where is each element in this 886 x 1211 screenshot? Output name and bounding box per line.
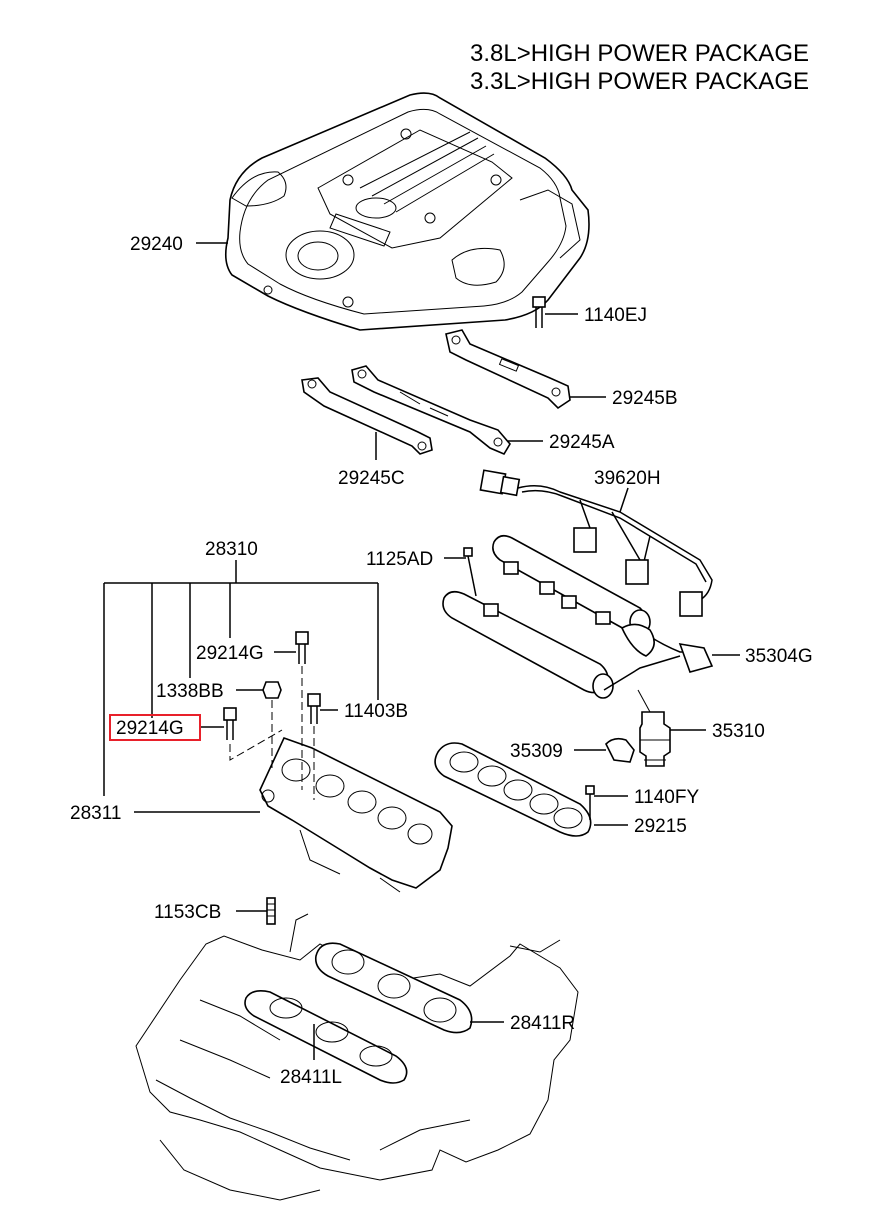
selected-part-highlight — [109, 714, 201, 741]
bracket-29245C-drawing — [301, 377, 433, 455]
label-28310: 28310 — [205, 539, 258, 560]
label-1125AD: 1125AD — [366, 549, 433, 570]
label-1140FY: 1140FY — [634, 787, 699, 808]
label-29214G-selected[interactable]: 29214G — [116, 718, 184, 739]
label-29215: 29215 — [634, 816, 687, 837]
bolt-11403B-drawing — [307, 693, 321, 800]
intake-manifold-28311-drawing — [259, 737, 453, 893]
leader-39620H — [619, 487, 629, 513]
label-35309: 35309 — [510, 741, 563, 762]
bolt-1140EJ-drawing — [532, 296, 546, 328]
clip-35309-drawing — [605, 737, 635, 763]
gasket-29215-drawing — [434, 742, 592, 837]
stud-1153CB-drawing — [266, 897, 276, 925]
gasket-28411L-drawing — [244, 990, 408, 1084]
label-29245C: 29245C — [338, 468, 405, 489]
bracket-29245B-drawing — [445, 329, 571, 410]
label-29214G-top: 29214G — [196, 643, 264, 664]
label-1140EJ: 1140EJ — [584, 305, 647, 326]
header-line-1: 3.8L>HIGH POWER PACKAGE — [470, 40, 809, 67]
bracket-29245A-drawing — [351, 365, 511, 456]
label-39620H: 39620H — [594, 468, 661, 489]
fuel-rail-drawing — [442, 534, 714, 699]
label-29245A: 29245A — [549, 432, 615, 453]
label-11403B: 11403B — [344, 701, 408, 722]
label-35310: 35310 — [712, 721, 765, 742]
label-28411R: 28411R — [510, 1013, 575, 1034]
injector-35310-drawing — [637, 689, 671, 767]
bolt-29214G-selected-drawing — [223, 707, 283, 761]
wiring-harness-39620H-drawing — [479, 469, 713, 617]
label-28311: 28311 — [70, 803, 121, 824]
label-28411L: 28411L — [280, 1067, 342, 1088]
label-29240: 29240 — [130, 234, 183, 255]
bolt-1140FY-drawing — [585, 785, 595, 820]
bolt-29214G-top-drawing — [295, 631, 309, 790]
label-1338BB: 1338BB — [156, 681, 224, 702]
label-35304G: 35304G — [745, 646, 813, 667]
label-1153CB: 1153CB — [154, 902, 221, 923]
leader-tree-28310 — [103, 560, 379, 796]
engine-block-drawing — [135, 913, 579, 1201]
label-29245B: 29245B — [612, 388, 678, 409]
gasket-28411R-drawing — [314, 942, 473, 1034]
engine-cover-drawing — [224, 92, 590, 331]
header-line-2: 3.3L>HIGH POWER PACKAGE — [470, 68, 809, 95]
bolt-1125AD-drawing — [463, 547, 477, 597]
